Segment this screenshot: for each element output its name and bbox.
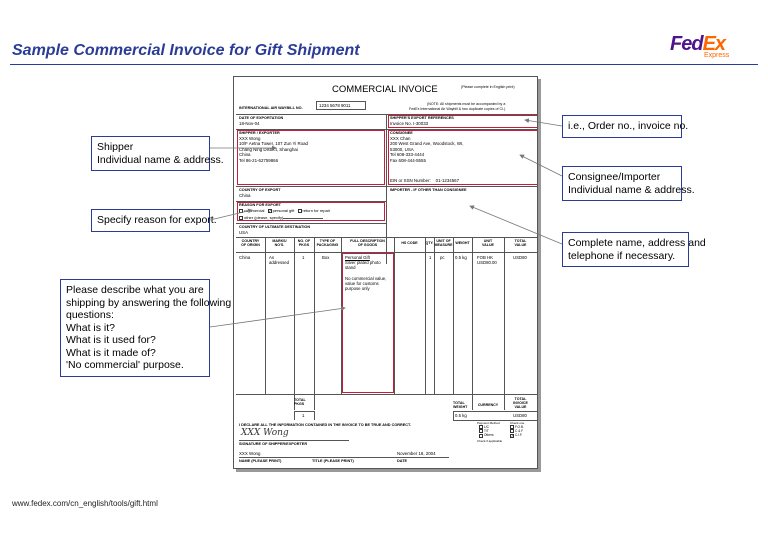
importer-label: IMPORTER - IF OTHER THAN CONSIGNEE: [390, 188, 467, 192]
print-name-label: NAME (PLEASE PRINT): [239, 459, 282, 463]
page-title: Sample Commercial Invoice for Gift Shipm…: [12, 42, 360, 59]
row-description-title: Personal Gift: [345, 255, 370, 260]
consignee-label: CONSIGNEE: [390, 131, 413, 135]
shipper-label: SHIPPER / EXPORTER: [239, 131, 280, 135]
awb-value: 1234 5678 9011: [316, 101, 366, 110]
pay-others: Others: [484, 433, 494, 438]
payment-method-label: Payment Method: [477, 421, 500, 425]
col-unit-value: UNIT VALUE: [482, 239, 494, 248]
row-qty: 1: [429, 255, 432, 260]
awb-label: INTERNATIONAL AIR WAYBILL NO.: [239, 106, 303, 110]
pay-lc: L/C: [484, 425, 489, 429]
logo-ex: Ex: [702, 33, 726, 55]
row-marks: As addressed: [269, 255, 290, 266]
ref-highlight: [388, 115, 537, 128]
callout-reason: Specify reason for export.: [91, 209, 217, 232]
total-invoice-label: TOTAL INVOICE VALUE: [513, 397, 528, 410]
col-unit-measure: UNIT OF MEASURE: [434, 239, 453, 248]
checkbox-tt[interactable]: [479, 429, 483, 434]
reason-commercial: commercial: [244, 208, 265, 213]
check-cf: C & F: [515, 429, 524, 434]
check-one-label: Check one: [510, 421, 525, 425]
col-total-value: TOTAL VALUE: [514, 239, 527, 248]
row-total-value: USD80: [513, 255, 527, 260]
description-highlight: [342, 253, 394, 393]
print-title-label: TITLE (PLEASE PRINT): [312, 459, 354, 463]
date-export-value: 18-Nov-04: [239, 121, 260, 126]
pay-tt: T/T: [484, 429, 489, 434]
logo-express: Express: [704, 52, 730, 59]
col-country-origin: COUNTRY OF ORIGIN: [241, 239, 260, 248]
check-cif: C.I.F.: [515, 433, 523, 438]
check-if-applicable: Check if applicable: [477, 439, 503, 443]
currency-label: CURRENCY: [477, 403, 499, 407]
invoice-english-note: (Please complete in English print): [461, 85, 515, 89]
total-weight-label: TOTAL WEIGHT: [453, 401, 468, 410]
footer-url: www.fedex.com/cn_english/tools/gift.html: [12, 499, 158, 508]
sign-date-label: DATE: [397, 459, 408, 463]
checkbox-lc[interactable]: [479, 425, 483, 430]
check-fob: F.O.B.: [515, 425, 524, 429]
checkbox-personal-gift[interactable]: ✓: [267, 208, 272, 213]
ref-label: SHIPPER'S EXPORT REFERENCES: [390, 116, 454, 120]
payment-options: L/C T/T Others: [477, 425, 494, 438]
total-weight-value: 0.5 kg: [455, 413, 467, 418]
checkbox-fob[interactable]: [510, 425, 514, 430]
awb-note: (NOTE: All shipments must be accompanied…: [409, 102, 506, 111]
commercial-invoice: COMMERCIAL INVOICE (Please complete in E…: [233, 76, 538, 469]
total-pkgs-value: 1: [302, 413, 305, 418]
row-unit-value: FOB HK USD80.00: [477, 255, 497, 266]
callout-shipper: Shipper Individual name & address.: [91, 136, 224, 171]
fedex-logo: FedEx Express: [670, 34, 758, 62]
col-hs-code: HS CODE: [401, 241, 418, 245]
shipper-value: XXX Wong 10/F Aetna Tower, 107 Zun Yi Ro…: [239, 136, 308, 163]
checkbox-cif[interactable]: ✓: [510, 433, 514, 438]
col-description: FULL DESCRIPTION OF GOODS: [350, 239, 385, 248]
col-packaging: TYPE OF PACKAGING: [316, 239, 339, 248]
col-weight: WEIGHT: [455, 241, 470, 245]
country-export-value: China: [239, 193, 251, 198]
check-options: F.O.B. C & F ✓C.I.F.: [508, 425, 524, 438]
destination-value: USA: [239, 230, 249, 235]
col-qty: QTY.: [425, 241, 434, 245]
row-packaging: Box: [322, 255, 330, 260]
reason-return-repair: return for repair: [302, 208, 331, 213]
callout-describe: Please describe what you are shipping by…: [60, 279, 231, 377]
consignee-highlight: [388, 130, 537, 185]
checkbox-return-repair[interactable]: [297, 208, 302, 213]
checkbox-others[interactable]: [479, 433, 483, 438]
logo-fed: Fed: [670, 33, 704, 55]
destination-label: COUNTRY OF ULTIMATE DESTINATION: [239, 225, 311, 229]
callout-importer: Complete name, address and telephone if …: [562, 232, 706, 267]
reason-other: other (please, specify): [244, 215, 284, 220]
reason-personal-gift: personal gift: [272, 208, 295, 213]
callout-consignee: Consignee/Importer Individual name & add…: [562, 166, 695, 201]
print-name-value: XXX Wong: [239, 451, 261, 456]
row-origin: China: [239, 255, 251, 260]
date-export-label: DATE OF EXPORTATION: [239, 116, 284, 120]
reason-label: REASON FOR EXPORT: [239, 203, 281, 207]
reason-highlight: [237, 202, 385, 221]
country-export-label: COUNTRY OF EXPORT: [239, 188, 281, 192]
col-marks: MARKS/ NO'S.: [272, 239, 287, 248]
row-weight: 0.5 kg: [455, 255, 467, 260]
consignee-value: XXX Chan 200 West Grand Ave, Woodstock, …: [390, 136, 464, 163]
total-invoice-value: USD80: [513, 413, 527, 418]
row-unit: pc: [440, 255, 445, 260]
row-pkgs: 1: [302, 255, 305, 260]
signature-label: SIGNATURE OF SHIPPER/EXPORTER: [239, 442, 308, 446]
ref-value: Invoice No. I-30033: [390, 121, 429, 126]
invoice-title: COMMERCIAL INVOICE: [332, 84, 438, 95]
signature: XXX Wong: [241, 428, 289, 438]
checkbox-cf[interactable]: [510, 429, 514, 434]
callout-order: i.e., Order no., invoice no.: [562, 115, 688, 138]
shipper-highlight: [237, 130, 385, 185]
col-no-pkgs: NO. OF PKGS: [297, 239, 311, 248]
total-pkgs-label: TOTAL PKGS: [294, 398, 306, 407]
row-description: Silver plated photo stand No commercial …: [345, 260, 387, 292]
sign-date-value: November 18, 2004: [397, 451, 436, 456]
title-divider: [10, 64, 758, 65]
declaration-text: I DECLARE ALL THE INFORMATION CONTAINED …: [239, 423, 411, 427]
ein-value: EIN or SSN Number: 01-1234567: [390, 178, 460, 183]
